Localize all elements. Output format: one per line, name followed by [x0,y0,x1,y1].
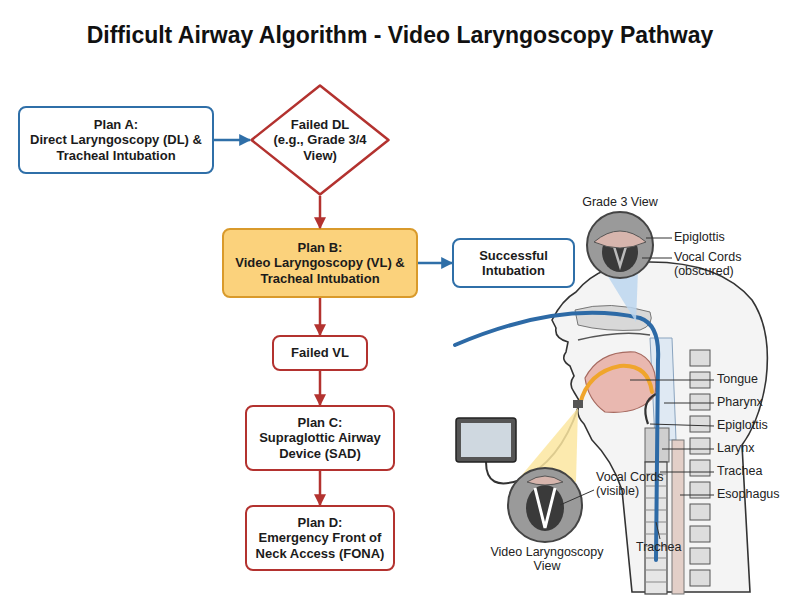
vertebra [690,482,710,498]
flow-arrow [319,298,322,335]
leader-line [656,522,660,539]
decision-diamond: Failed DL(e.g., Grade 3/4 View) [250,84,390,196]
leader-line [662,449,714,450]
node-text: Failed VL [291,345,349,360]
node-text: Plan D: [298,515,343,530]
glottis-opening [526,485,564,531]
video-view-circle [508,468,582,542]
part-label: Video Laryngoscopy View [482,545,612,574]
leader-line [680,495,714,496]
outcome-box: Successful Intubation [452,238,575,288]
flow-arrow [319,371,322,405]
diagram-title: Difficult Airway Algorithm - Video Laryn… [0,22,800,49]
flow-arrow [214,139,250,142]
vertebra [690,504,710,520]
part-label: Vocal Cords (visible) [596,470,671,499]
hard-palate [578,333,650,340]
vertebra [690,570,710,586]
epiglottis-shape [645,394,656,424]
node-text: Plan A: [94,117,138,132]
leader-line [630,380,714,381]
vertebra [690,394,710,410]
vertebra [690,460,710,476]
part-label: Larynx [717,441,797,455]
monitor-screen [461,423,511,457]
vertebra [690,548,710,564]
leader-line [642,258,672,259]
process-box: Plan A:Direct Laryngoscopy (DL) & Trache… [18,106,214,174]
node-text: Plan C: [298,415,343,430]
part-label: Esophagus [717,487,797,501]
diamond-shape [252,86,389,195]
node-text: Successful Intubation [456,248,571,279]
esophagus-tube [672,440,684,594]
part-label: Trachea [717,464,797,478]
node-text: (e.g., Grade 3/4 View) [261,132,379,163]
leader-line [664,403,714,404]
node-text: Supraglottic Airway Device (SAD) [249,430,391,461]
tongue-shape [585,352,656,413]
node-text: Plan B: [298,240,343,255]
process-box: Plan C:Supraglottic Airway Device (SAD) [245,405,395,471]
node-text: Failed DL [291,117,350,132]
vertebra [690,350,710,366]
camera-tip [573,400,583,408]
part-label: Vocal Cords (obscured) [674,250,754,279]
endotracheal-tube [455,313,658,560]
part-label: Tongue [717,372,797,386]
process-box: Plan B:Video Laryngoscopy (VL) & Trachea… [222,228,418,298]
vocal-cords-visible [535,488,555,528]
node-text: Emergency Front of Neck Access (FONA) [249,530,391,561]
part-label: Grade 3 View [570,195,670,209]
leader-lines [560,238,714,539]
vertebra [690,416,710,432]
node-text: Video Laryngoscopy (VL) & Tracheal Intub… [226,255,414,286]
process-box: Plan D:Emergency Front of Neck Access (F… [245,505,395,571]
part-label: Epiglottis [674,230,774,244]
failure-box: Failed VL [272,335,368,371]
leader-line [660,472,714,473]
vertebra [690,438,710,454]
flow-arrow [319,471,322,505]
leader-line [650,424,714,426]
leader-line [646,238,672,239]
flow-arrow [319,196,322,228]
video-monitor [456,418,516,462]
node-text: Direct Laryngoscopy (DL) & Tracheal Intu… [22,132,210,163]
epiglottis-view [527,476,563,485]
vertebra [690,526,710,542]
part-label: Trachea [636,540,696,554]
leader-line [560,490,594,505]
part-label: Pharynx [717,395,797,409]
part-label: Epiglottis [717,418,797,432]
epiglottis-view [594,231,646,248]
flow-arrow [418,262,452,265]
grade3-view-circle [587,212,653,278]
laryngoscope-blade [580,366,652,404]
spine-vertebrae [690,350,710,586]
